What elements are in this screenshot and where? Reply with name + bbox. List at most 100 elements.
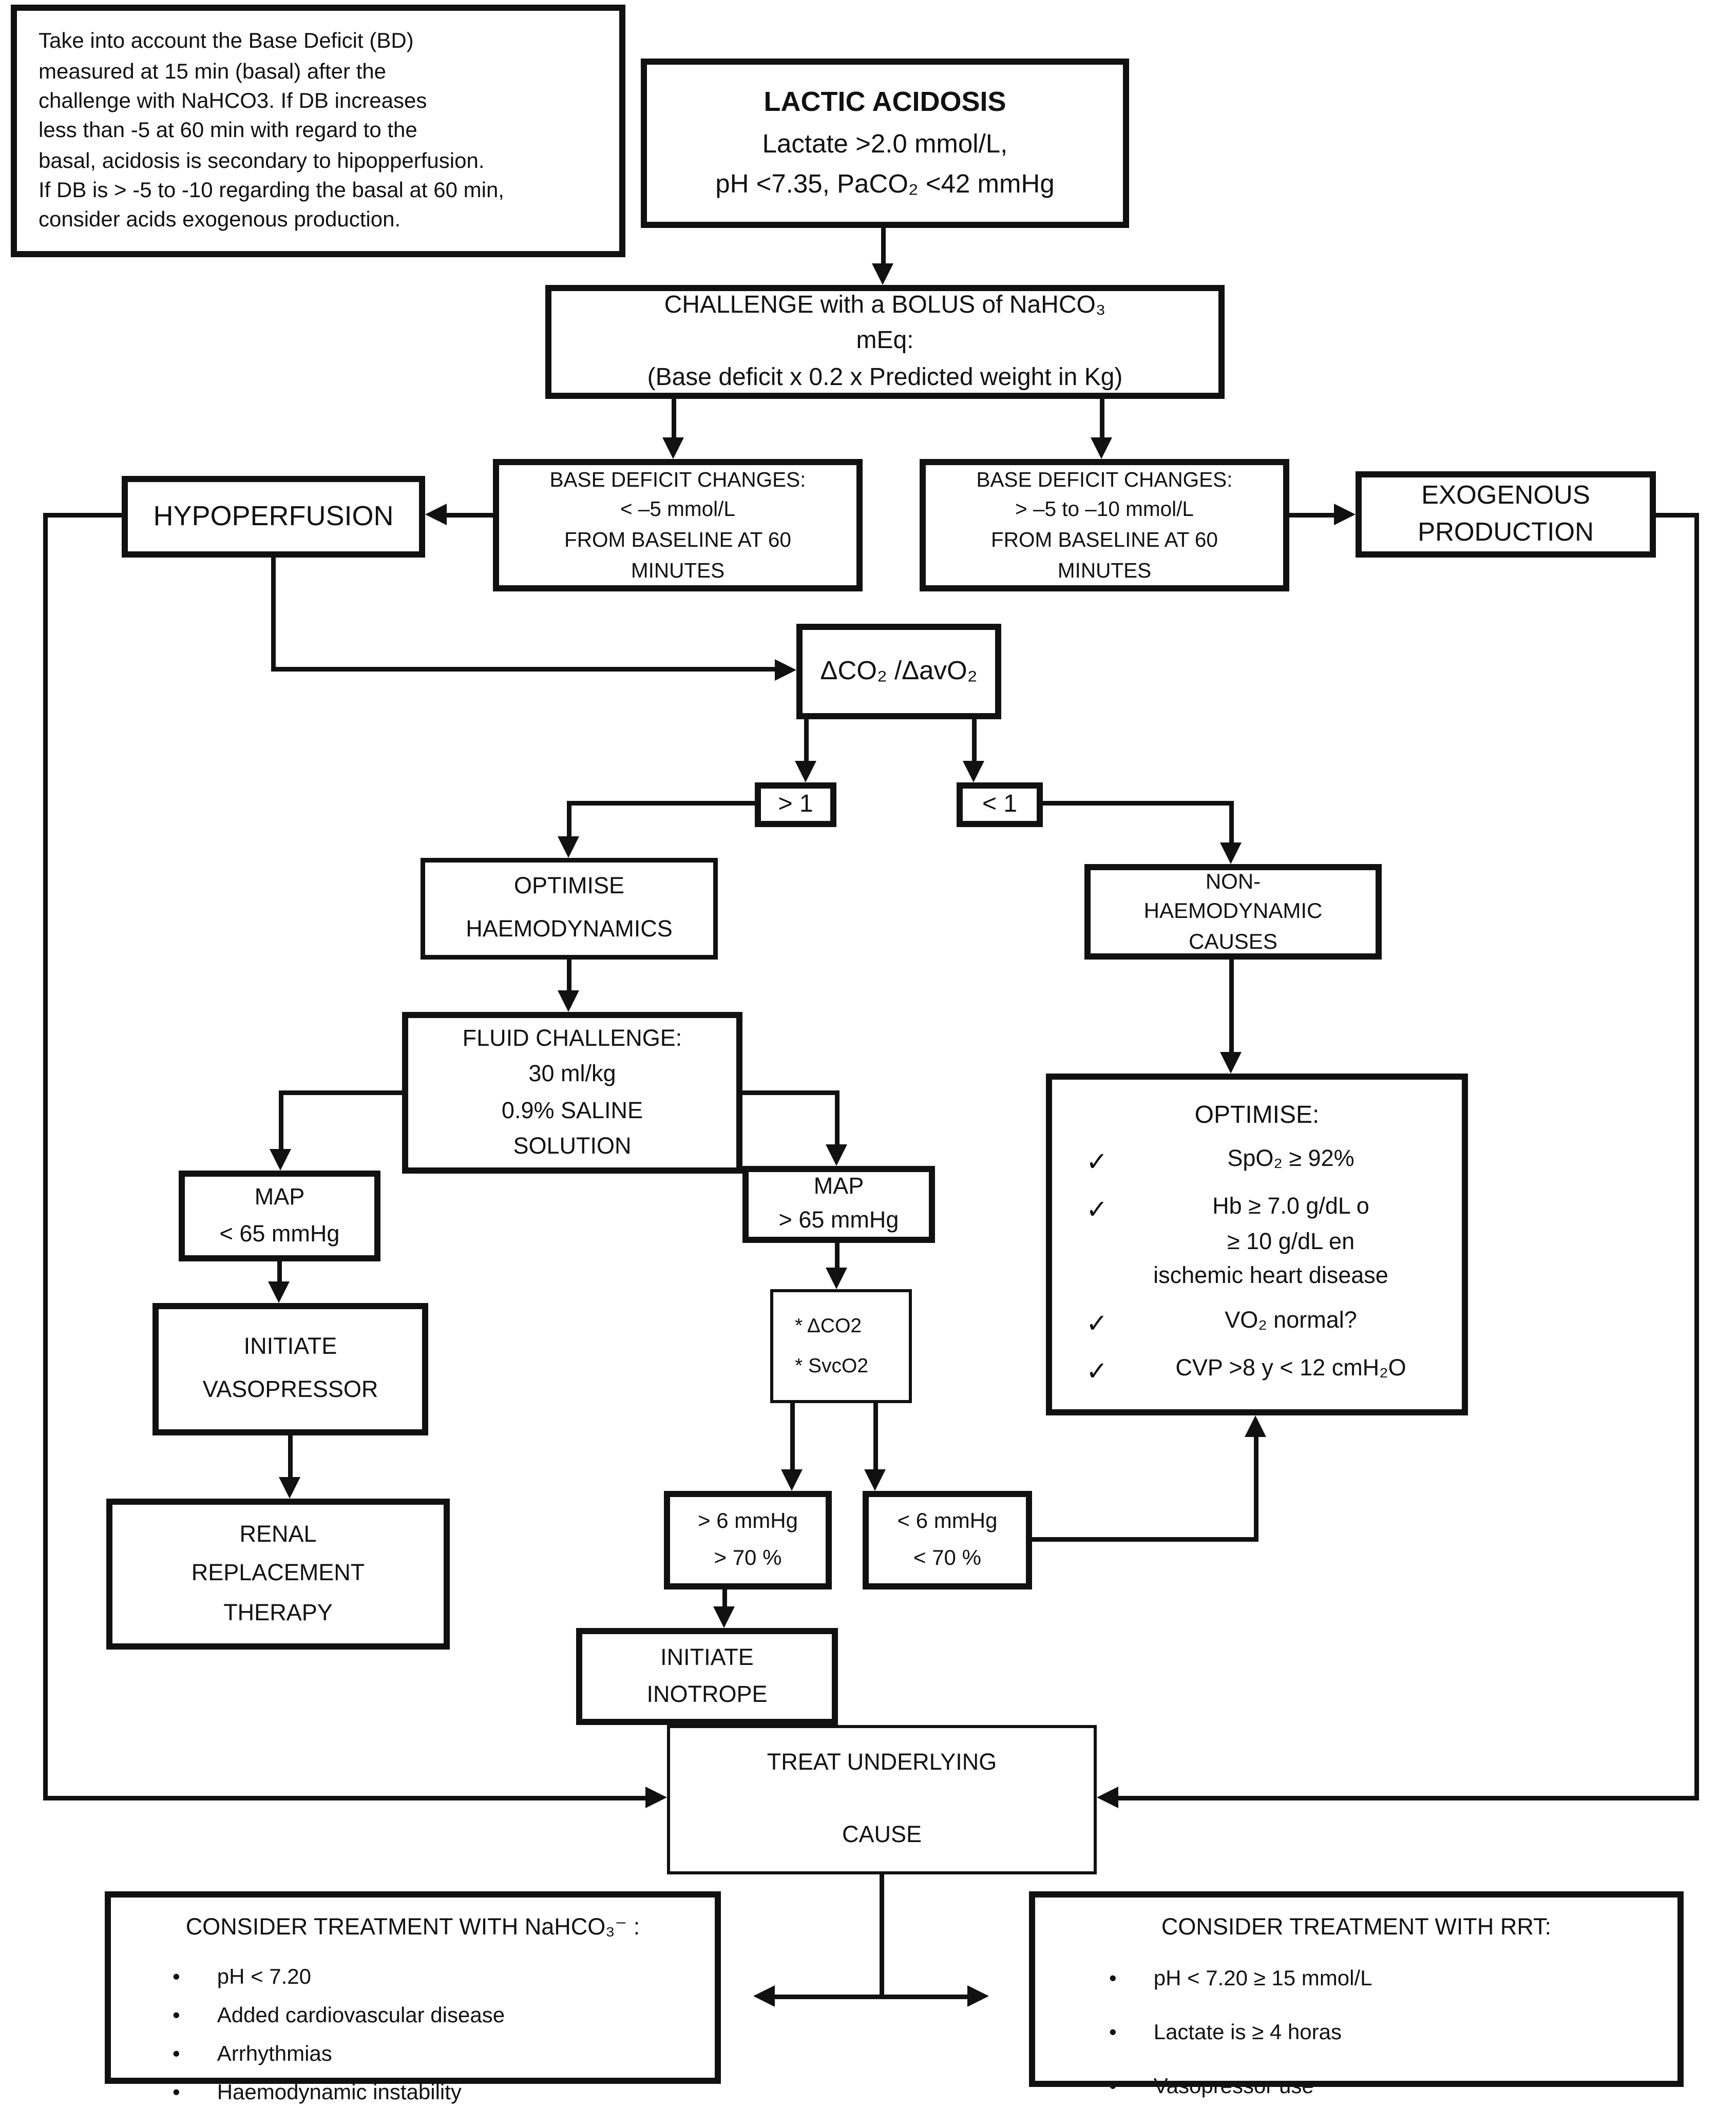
map-lt65-line: < 65 mmHg xyxy=(219,1220,340,1247)
list-item-text: pH < 7.20 ≥ 15 mmol/L xyxy=(1153,1964,1372,1989)
lt6-line: < 6 mmHg xyxy=(897,1508,998,1533)
ratio-lt1-label: < 1 xyxy=(982,791,1018,817)
connector-nhc-checklist-line xyxy=(1229,960,1234,1052)
bullet-icon: • xyxy=(173,2001,180,2026)
list-item-text: Haemodynamic instability xyxy=(217,2078,462,2103)
connector-lactic-challenge-line xyxy=(881,228,886,268)
base-deficit-right-box: BASE DEFICIT CHANGES: > –5 to –10 mmol/L… xyxy=(920,459,1289,591)
connector-lt6-checklist-vline xyxy=(1254,1437,1258,1542)
checklist-item: ✓ SpO₂ ≥ 92% xyxy=(1055,1143,1459,1183)
hypoperfusion-box: HYPOPERFUSION xyxy=(122,476,425,558)
connector-rail-treat-arrow xyxy=(645,1787,667,1808)
connector-params-gt6-arrow xyxy=(781,1469,803,1491)
connector-challenge-bdright-line xyxy=(1100,399,1104,439)
list-item-text: Vasopressor use xyxy=(1153,2072,1314,2097)
ratio-gt1-label: > 1 xyxy=(778,791,813,817)
hypoperfusion-label: HYPOPERFUSION xyxy=(153,501,394,531)
connector-rail-treat-right-line xyxy=(1118,1796,1699,1800)
non-haemo-line: HAEMODYNAMIC xyxy=(1143,898,1323,923)
bullet-icon: • xyxy=(1109,1964,1117,1989)
bd-right-line: MINUTES xyxy=(1057,558,1152,582)
bd-left-line: MINUTES xyxy=(631,558,725,582)
checklist-item-text: VO₂ normal? xyxy=(1225,1307,1357,1333)
fluid-line: SOLUTION xyxy=(513,1133,632,1160)
fluid-challenge-box: FLUID CHALLENGE: 30 ml/kg 0.9% SALINE SO… xyxy=(402,1012,742,1174)
base-deficit-left-box: BASE DEFICIT CHANGES: < –5 mmol/L FROM B… xyxy=(493,459,863,591)
exogenous-line: EXOGENOUS xyxy=(1421,481,1590,510)
treat-line: CAUSE xyxy=(842,1821,922,1848)
list-item: • Added cardiovascular disease xyxy=(173,1999,505,2031)
note-line: challenge with NaHCO3. If DB increases xyxy=(39,88,427,113)
checklist-item: ✓ Hb ≥ 7.0 g/dL o ≥ 10 g/dL en ischemic … xyxy=(1055,1191,1459,1295)
connector-hypo-rail-line xyxy=(43,513,122,518)
connector-gt6-inotrope-line xyxy=(722,1588,727,1606)
note-line: measured at 15 min (basal) after the xyxy=(39,58,387,83)
treat-underlying-cause-box: TREAT UNDERLYING CAUSE xyxy=(667,1725,1097,1874)
challenge-line: CHALLENGE with a BOLUS of NaHCO₃ xyxy=(664,293,1106,319)
list-item-text: pH < 7.20 xyxy=(217,1963,312,1988)
checklist-item-text: SpO₂ ≥ 92% xyxy=(1227,1146,1355,1173)
non-haemodynamic-causes-box: NON- HAEMODYNAMIC CAUSES xyxy=(1084,864,1382,960)
connector-hypo-ratio-vline xyxy=(271,558,276,672)
connector-bottom-double-line xyxy=(775,1995,967,1999)
bd-left-line: < –5 mmol/L xyxy=(620,498,735,522)
challenge-line: mEq: xyxy=(856,329,914,355)
initiate-inotrope-box: INITIATE INOTROPE xyxy=(576,1628,838,1725)
bd-right-line: BASE DEFICIT CHANGES: xyxy=(976,468,1233,491)
inotrope-line: INOTROPE xyxy=(646,1681,768,1708)
connector-lt1-nhc-hline xyxy=(1043,801,1234,806)
list-item-text: Added cardiovascular disease xyxy=(217,2001,505,2026)
check-icon: ✓ xyxy=(1086,1356,1108,1386)
connector-lt6-checklist-arrow xyxy=(1245,1415,1266,1437)
connector-challenge-bdleft-arrow xyxy=(662,437,684,459)
map-lt65-line: MAP xyxy=(254,1183,305,1210)
map-gt65-line: > 65 mmHg xyxy=(778,1208,899,1234)
map-lt65-box: MAP < 65 mmHg xyxy=(179,1171,380,1261)
ratio-lt1-box: < 1 xyxy=(957,782,1043,827)
non-haemo-line: NON- xyxy=(1205,868,1261,893)
ratio-gt1-box: > 1 xyxy=(755,782,836,827)
challenge-line: (Base deficit x 0.2 x Predicted weight i… xyxy=(647,364,1123,391)
optimise-checklist-title: OPTIMISE: xyxy=(1194,1102,1320,1128)
connector-right-rail-line xyxy=(1694,513,1699,1796)
connector-rail-treat-right-arrow xyxy=(1097,1787,1118,1808)
non-haemo-line: CAUSES xyxy=(1189,928,1277,953)
list-item: • Arrhythmias xyxy=(173,2037,332,2069)
challenge-bolus-box: CHALLENGE with a BOLUS of NaHCO₃ mEq: (B… xyxy=(545,285,1225,399)
connector-fluid-mapgt-arrow xyxy=(826,1144,847,1166)
lt6-mmhg-box: < 6 mmHg < 70 % xyxy=(863,1491,1032,1589)
gt6-mmhg-box: > 6 mmHg > 70 % xyxy=(664,1491,832,1589)
fluid-line: 0.9% SALINE xyxy=(501,1097,643,1124)
gt6-line: > 6 mmHg xyxy=(698,1508,798,1533)
lactic-acidosis-title: LACTIC ACIDOSIS xyxy=(764,86,1006,117)
check-icon: ✓ xyxy=(1086,1196,1108,1225)
list-item-text: Arrhythmias xyxy=(217,2040,332,2065)
fluid-line: 30 ml/kg xyxy=(528,1061,616,1088)
map-gt65-box: MAP > 65 mmHg xyxy=(742,1166,935,1243)
connector-bdright-exo-line xyxy=(1289,513,1334,518)
connector-ratio-lt1-arrow xyxy=(963,761,984,782)
connector-nhc-checklist-arrow xyxy=(1220,1052,1242,1074)
bd-right-line: > –5 to –10 mmol/L xyxy=(1015,498,1194,522)
connector-ratio-lt1-line xyxy=(972,719,977,761)
rrt-line: REPLACEMENT xyxy=(191,1560,365,1587)
co2-svco2-line: * ΔCO2 xyxy=(795,1314,862,1337)
list-item: • Lactate is ≥ 4 horas xyxy=(1109,2016,1342,2048)
vasopressor-line: INITIATE xyxy=(243,1333,337,1359)
connector-lt6-checklist-hline xyxy=(1032,1537,1258,1542)
co2-svco2-line: * SvcO2 xyxy=(795,1354,869,1377)
note-line: basal, acidosis is secondary to hipopper… xyxy=(39,147,485,172)
connector-bdright-exo-arrow xyxy=(1334,504,1356,525)
connector-hypo-ratio-arrow xyxy=(775,659,796,681)
list-item: • Vasopressor use xyxy=(1109,2069,1314,2102)
check-icon: ✓ xyxy=(1086,1308,1108,1338)
exogenous-production-box: EXOGENOUS PRODUCTION xyxy=(1356,471,1656,558)
connector-lt1-nhc-arrow xyxy=(1220,842,1242,864)
connector-oph-fluid-arrow xyxy=(558,990,579,1012)
fluid-line: FLUID CHALLENGE: xyxy=(462,1026,682,1052)
connector-gt1-oph-arrow xyxy=(558,836,579,858)
list-item: • pH < 7.20 ≥ 15 mmol/L xyxy=(1109,1962,1372,1994)
connector-oph-fluid-line xyxy=(567,960,571,990)
bullet-icon: • xyxy=(173,2040,180,2065)
